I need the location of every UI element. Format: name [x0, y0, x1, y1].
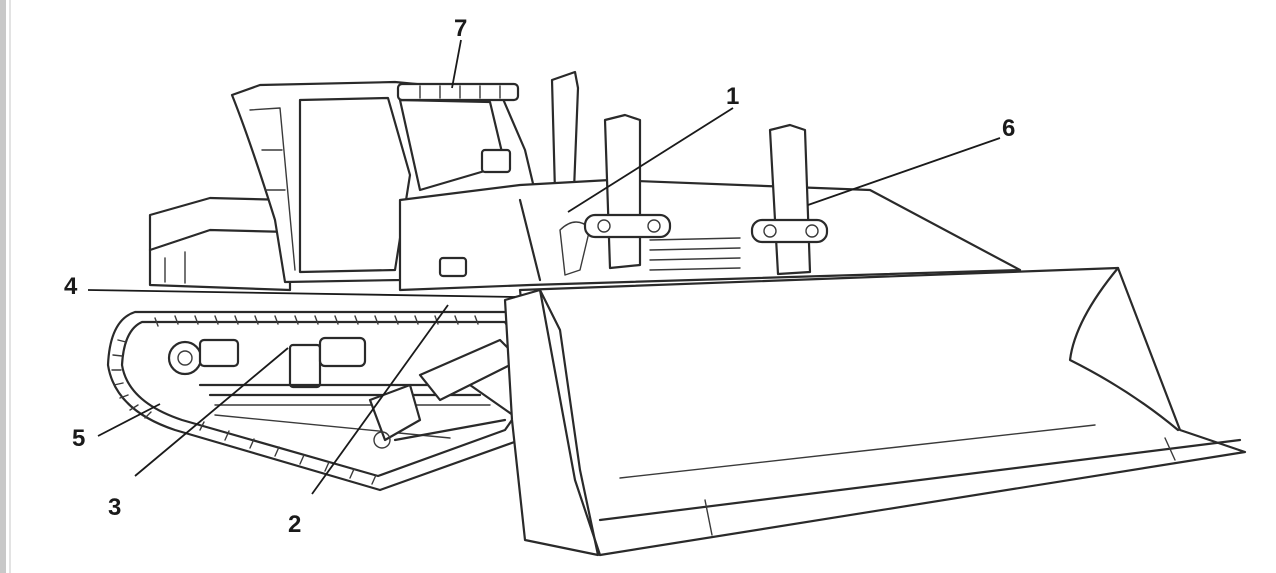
lift-cylinders [583, 113, 829, 276]
callout-leaders [87, 39, 1001, 495]
callout-2: 2 [288, 511, 301, 538]
leader-4 [87, 289, 516, 298]
left-edge-border [0, 0, 6, 573]
callout-4: 4 [64, 273, 78, 300]
callout-3: 3 [108, 494, 121, 521]
cab-assembly [148, 70, 1022, 292]
track-assembly [106, 310, 562, 492]
callout-7: 7 [454, 15, 467, 42]
leader-5 [97, 403, 161, 437]
left-edge-border-inner [9, 0, 11, 573]
leader-1 [567, 107, 734, 213]
leader-3 [134, 347, 289, 477]
callout-labels: 1 2 3 4 5 6 7 [64, 15, 1015, 538]
leader-6 [807, 137, 1001, 206]
dozer-blade [503, 266, 1247, 557]
leader-2 [311, 304, 449, 495]
leader-7 [451, 39, 462, 89]
callout-5: 5 [72, 425, 85, 452]
callout-6: 6 [1002, 115, 1015, 142]
callout-1: 1 [726, 83, 739, 110]
